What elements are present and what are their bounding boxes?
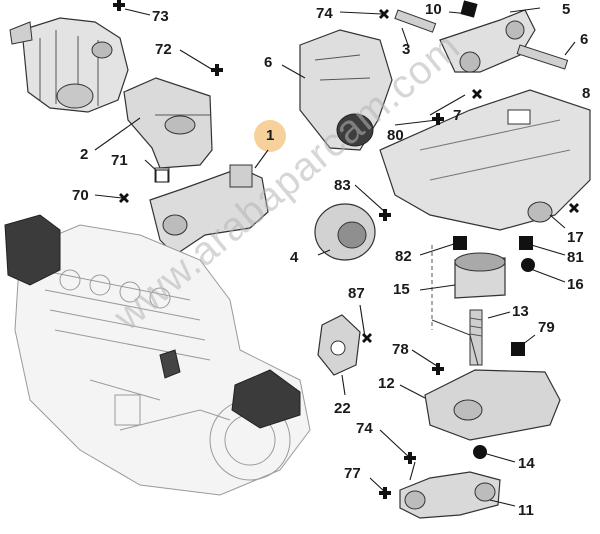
dot-icon [521, 258, 535, 272]
part-label: 10 [425, 1, 442, 18]
callout-number: 1 [266, 127, 275, 144]
part-label: 81 [567, 249, 584, 266]
engine-mount-upper-right [299, 29, 393, 151]
small-bracket-dark [159, 349, 181, 379]
stud-bolt [469, 309, 483, 366]
part-label: 72 [155, 41, 172, 58]
square-filled-icon [460, 0, 478, 18]
fastener-symbols [113, 0, 579, 499]
part-label: 78 [392, 341, 409, 358]
part-label: 79 [538, 319, 555, 336]
lower-mount-bracket [424, 319, 561, 441]
square-filled-icon [519, 236, 533, 250]
rubber-mount [431, 245, 506, 330]
highlight-callout [254, 120, 286, 152]
cross-icon [362, 333, 372, 343]
part-label: 17 [567, 229, 584, 246]
plus-icon [432, 363, 444, 375]
part-label: 70 [72, 187, 89, 204]
leader-lines [94, 7, 576, 507]
plus-icon [211, 64, 223, 76]
mount-plate [317, 314, 361, 376]
part-label: 22 [334, 400, 351, 417]
dot-icon [473, 445, 487, 459]
part-label: 4 [290, 249, 299, 266]
bushing-pulley [314, 203, 376, 261]
part-label: 77 [344, 465, 361, 482]
subframe-cradle [379, 89, 591, 231]
cross-icon [569, 203, 579, 213]
plus-icon [379, 209, 391, 221]
plus-icon [113, 0, 125, 11]
part-label: 12 [378, 375, 395, 392]
part-label: 15 [393, 281, 410, 298]
part-label: 87 [348, 285, 365, 302]
part-label: 74 [356, 420, 373, 437]
part-label: 71 [111, 152, 128, 169]
gearbox-mount-dark [231, 369, 301, 429]
torque-rod-lower [399, 471, 501, 519]
ecu-module [4, 214, 61, 286]
part-label: 7 [453, 107, 462, 124]
part-label: 8 [582, 85, 591, 102]
torque-rod-upper [394, 9, 569, 73]
mount-bracket [123, 77, 213, 169]
part-label: 14 [518, 455, 535, 472]
square-outline-icon [155, 169, 169, 183]
part-label: 11 [518, 502, 534, 519]
part-label: 83 [334, 177, 351, 194]
part-label: 16 [567, 276, 584, 293]
cross-icon [472, 89, 482, 99]
part-label: 13 [512, 303, 529, 320]
part-label: 5 [562, 1, 571, 18]
part-label: 74 [316, 5, 333, 22]
part-label: 73 [152, 8, 169, 25]
square-filled-icon [511, 342, 525, 356]
part-label: 80 [387, 127, 404, 144]
engine-mount-upper-left [9, 17, 129, 113]
square-filled-icon [453, 236, 467, 250]
part-label: 2 [80, 146, 89, 163]
part-label: 6 [580, 31, 589, 48]
part-label: 3 [402, 41, 411, 58]
part-label: 82 [395, 248, 412, 265]
part-label: 6 [264, 54, 273, 71]
